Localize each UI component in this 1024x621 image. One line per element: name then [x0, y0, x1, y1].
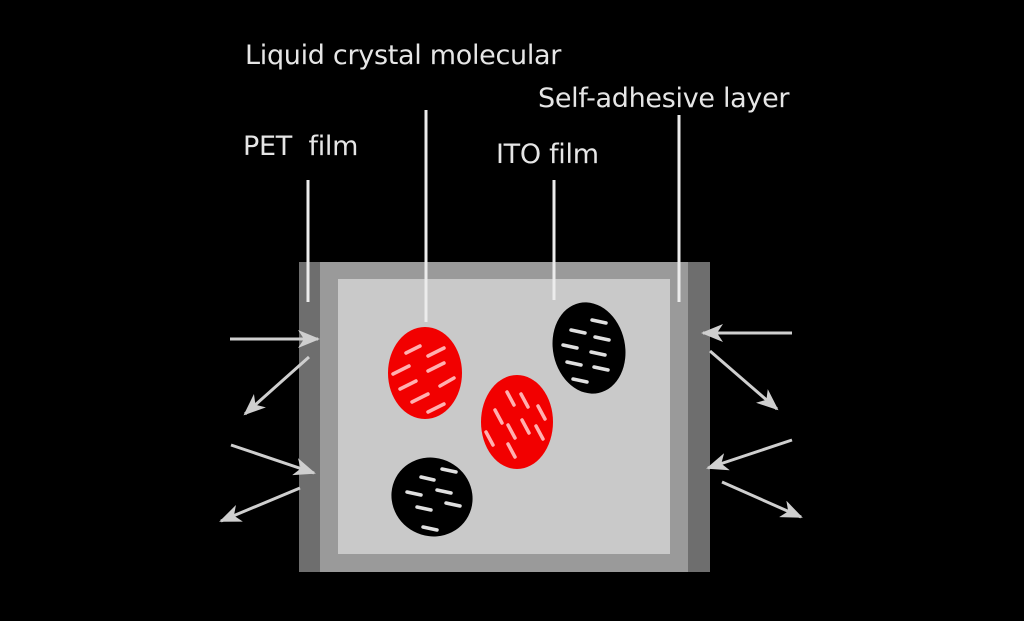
droplet-black-1	[552, 302, 626, 394]
self-adhesive-label: Self-adhesive layer	[538, 83, 790, 114]
droplet-red-2	[481, 375, 553, 469]
pet-film-label: PET film	[243, 131, 359, 162]
incident-light-arrows-left	[219, 330, 320, 523]
droplet-black-2	[391, 457, 473, 537]
droplet-red-1	[388, 327, 462, 419]
leader-lines	[306, 110, 681, 322]
ito-film-label: ITO film	[496, 139, 599, 170]
liquid-crystal-label: Liquid crystal molecular	[245, 40, 562, 71]
light-arrows-right	[701, 324, 803, 519]
